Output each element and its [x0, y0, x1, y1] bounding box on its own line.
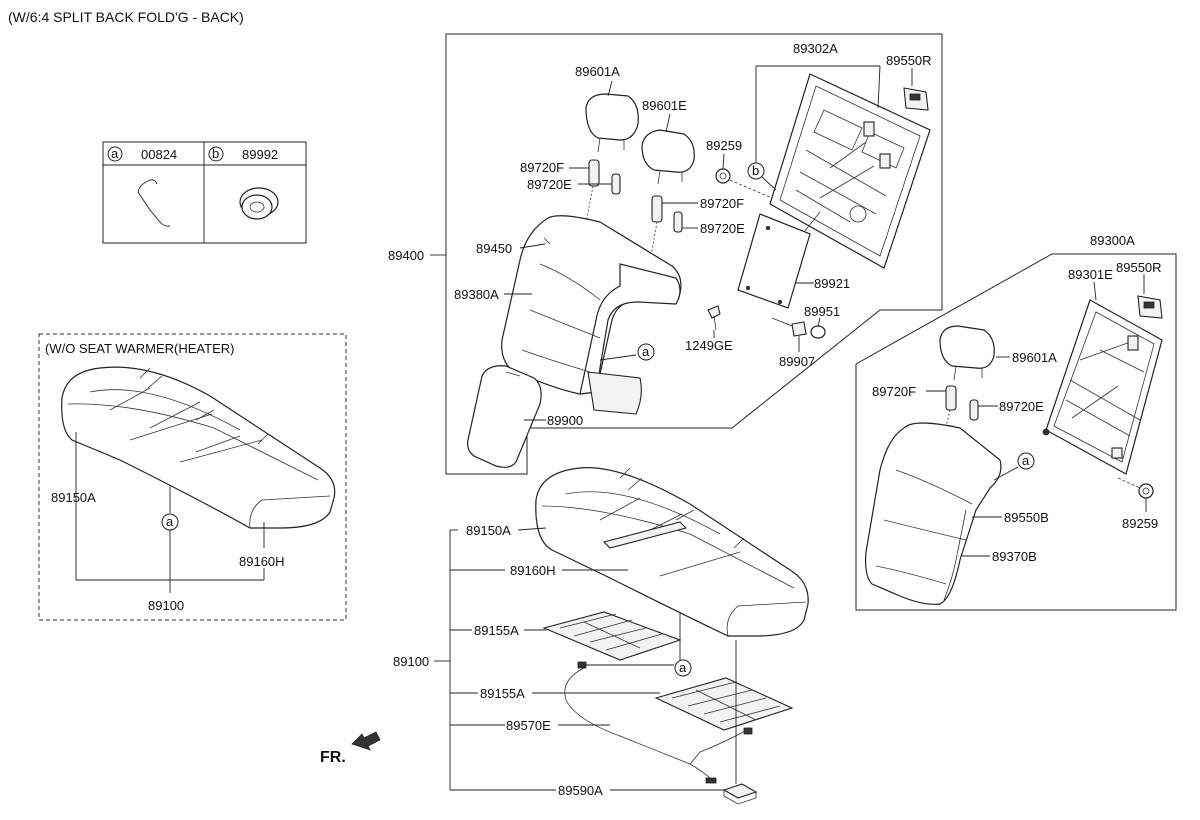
headrest-89601A-drawing — [585, 93, 639, 153]
label-89720E-b: 89720E — [700, 221, 745, 236]
label-89550R-left: 89550R — [886, 53, 932, 68]
rear-seat-back-assembly-left: 89400 89601A 89601E 89720F 89720 — [388, 33, 943, 475]
heater-label-89150A: 89150A — [51, 490, 96, 505]
headrest-guide-right-drawing — [945, 385, 979, 421]
seat-back-cover-right-drawing — [865, 422, 1002, 605]
bolt-89907-drawing — [771, 317, 807, 337]
seat-cushion-89160H-drawing — [535, 467, 809, 637]
seat-back-frame-89302A-drawing — [769, 73, 931, 269]
lock-89550R-drawing — [903, 87, 929, 111]
wire-clip-icon — [137, 179, 171, 227]
headrest-89601E-drawing — [641, 129, 695, 185]
label-89720F-a: 89720F — [520, 160, 564, 175]
label-89550R-right: 89550R — [1116, 260, 1162, 275]
label-89380A: 89380A — [454, 287, 499, 302]
label-89720E-a: 89720E — [527, 177, 572, 192]
left-back-marker-b: b — [752, 163, 759, 178]
cap-89951-drawing — [810, 325, 826, 339]
armrest-89900-drawing — [467, 365, 542, 468]
heater-marker-a: a — [166, 514, 174, 529]
label-89570E: 89570E — [506, 718, 551, 733]
wiring-harness-89570E-drawing — [564, 661, 753, 784]
heater-controller-89590A-drawing — [722, 783, 758, 805]
screw-1249GE-drawing — [707, 305, 721, 331]
label-89100-main: 89100 — [393, 654, 429, 669]
label-89921: 89921 — [814, 276, 850, 291]
washer-89259-right-drawing — [1138, 483, 1154, 499]
cushion-marker-a: a — [679, 660, 687, 675]
heater-label-89160H: 89160H — [239, 554, 285, 569]
heater-mat-89155A-bottom-drawing — [654, 677, 794, 731]
label-89590A: 89590A — [558, 783, 603, 798]
heater-mat-89155A-top-drawing — [542, 611, 682, 661]
seat-cushion-drawing — [61, 366, 336, 529]
front-direction-indicator: FR. — [320, 731, 381, 766]
label-89720F-b: 89720F — [700, 196, 744, 211]
label-89155A-top: 89155A — [474, 623, 519, 638]
label-89720E-right: 89720E — [999, 399, 1044, 414]
label-89259-left: 89259 — [706, 138, 742, 153]
grommet-icon — [239, 187, 279, 220]
label-89601E: 89601E — [642, 98, 687, 113]
label-89907: 89907 — [779, 354, 815, 369]
rear-seat-back-assembly-right: 89300A 89301E 89550R 89601A — [855, 233, 1177, 611]
label-89370B: 89370B — [992, 549, 1037, 564]
heater-option-box: (W/O SEAT WARMER(HEATER) a 89150A 89160H… — [38, 333, 347, 621]
label-89400: 89400 — [388, 248, 424, 263]
legend-marker-b: b — [212, 146, 219, 161]
label-89302A: 89302A — [793, 41, 838, 56]
label-89550B: 89550B — [1004, 510, 1049, 525]
diagram-title: (W/6:4 SPLIT BACK FOLD'G - BACK) — [8, 9, 244, 25]
rear-seat-cushion-assembly: 89100 89150A 89160H 89155A a 89155A — [393, 467, 809, 805]
label-89155A-bottom: 89155A — [480, 686, 525, 701]
legend-marker-a: a — [111, 146, 119, 161]
legend-code-b: 89992 — [242, 147, 278, 162]
cover-panel-89921-drawing — [737, 213, 811, 309]
label-89601A-right: 89601A — [1012, 350, 1057, 365]
label-89150A-main: 89150A — [466, 523, 511, 538]
front-arrow-icon — [351, 731, 381, 751]
label-89951: 89951 — [804, 304, 840, 319]
right-back-marker-a: a — [1022, 453, 1030, 468]
label-89300A: 89300A — [1090, 233, 1135, 248]
seat-back-frame-89301E-drawing — [1042, 299, 1163, 475]
legend-code-a: 00824 — [141, 147, 177, 162]
headrest-89601A-right-drawing — [939, 325, 995, 381]
label-89450: 89450 — [476, 241, 512, 256]
heater-label-89100: 89100 — [148, 598, 184, 613]
lock-89550R-right-drawing — [1137, 295, 1163, 319]
left-back-marker-a: a — [642, 344, 650, 359]
label-89900: 89900 — [547, 413, 583, 428]
seat-back-cover-drawing — [501, 215, 682, 415]
label-89301E: 89301E — [1068, 267, 1113, 282]
legend-box: a 00824 b 89992 — [102, 141, 307, 244]
label-89259-right: 89259 — [1122, 516, 1158, 531]
label-89601A-left: 89601A — [575, 64, 620, 79]
heater-box-title: (W/O SEAT WARMER(HEATER) — [45, 341, 234, 356]
washer-89259-drawing — [715, 168, 731, 184]
label-89160H-main: 89160H — [510, 563, 556, 578]
front-direction-label: FR. — [320, 749, 346, 766]
label-89720F-right: 89720F — [872, 384, 916, 399]
label-1249GE: 1249GE — [685, 338, 733, 353]
